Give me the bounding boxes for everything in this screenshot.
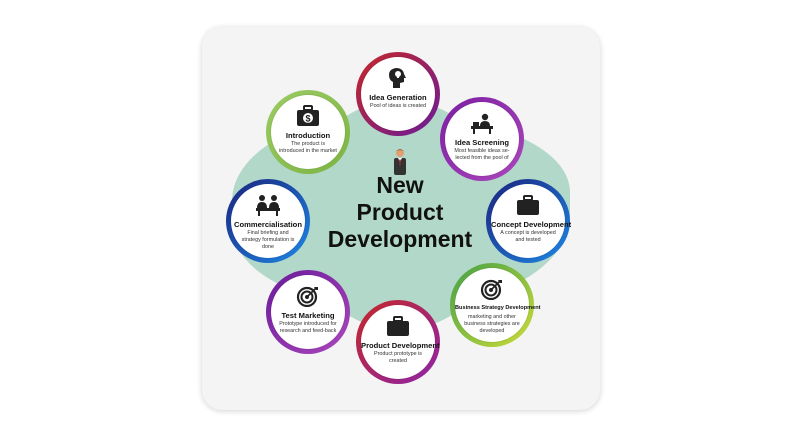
stage-name: Commercialisation [234, 220, 302, 229]
title-line-3: Development [327, 226, 473, 252]
money-bag-icon: $ [297, 105, 319, 126]
briefcase-icon [517, 195, 539, 215]
stage-inner: Commercialisation Final briefing and str… [231, 184, 305, 258]
target-icon [480, 279, 502, 300]
stage-idea-screening: Idea Screening Most feasible ideas se-le… [440, 97, 524, 181]
stage-name: Business Strategy Development [455, 305, 541, 311]
stage-commercialisation: Commercialisation Final briefing and str… [226, 179, 310, 263]
stage-desc: Product prototype is created [374, 351, 422, 364]
stage-name: Introduction [285, 131, 331, 140]
stage-inner: $ Introduction The product is introduced… [271, 95, 345, 169]
title-line-1: New [376, 172, 424, 198]
svg-text:$: $ [305, 114, 310, 124]
stage-inner: Test Marketing Prototype introduced for … [271, 275, 345, 349]
stage-desc: marketing and other business strategies … [464, 314, 520, 334]
stage-name: Test Marketing [281, 311, 335, 320]
title-line-2: Product [356, 199, 444, 225]
stage-desc: Pool of ideas is created [369, 103, 427, 109]
stage-test-marketing: Test Marketing Prototype introduced for … [266, 270, 350, 354]
stage-introduction: $ Introduction The product is introduced… [266, 90, 350, 174]
briefcase-icon [387, 316, 409, 336]
target-icon [296, 286, 318, 307]
stage-name: Idea Screening [454, 138, 510, 147]
stage-inner: Product Development Product prototype is… [361, 305, 440, 379]
stage-name: Concept Development [491, 220, 572, 229]
businessman-icon [394, 149, 406, 175]
stage-desc: A concept is developed and tested [500, 230, 556, 243]
stage-inner: Business Strategy Development marketing … [455, 268, 541, 342]
stage-desc: The product is introduced in the market [279, 141, 337, 154]
stage-desc: Prototype introduced for research and fe… [279, 321, 337, 334]
stage-concept-development: Concept Development A concept is develop… [486, 179, 572, 263]
stage-inner: Concept Development A concept is develop… [491, 184, 572, 258]
desk-person-icon [471, 113, 493, 134]
stage-name: Product Development [361, 341, 440, 350]
stage-product-development: Product Development Product prototype is… [356, 300, 440, 384]
stage-inner: Idea Screening Most feasible ideas se-le… [445, 102, 519, 176]
stage-name: Idea Generation [369, 93, 427, 102]
head-idea-icon [389, 68, 406, 88]
meeting-icon [256, 195, 280, 216]
stage-desc: Most feasible ideas se-lected from the p… [454, 148, 510, 161]
stage-inner: Idea Generation Pool of ideas is created [361, 57, 435, 131]
stage-idea-generation: Idea Generation Pool of ideas is created [356, 52, 440, 136]
stage-desc: Final briefing and strategy formulation … [241, 230, 295, 250]
diagram-title: New Product Development [300, 172, 500, 253]
stage-business-strategy-development: Business Strategy Development marketing … [450, 263, 541, 347]
